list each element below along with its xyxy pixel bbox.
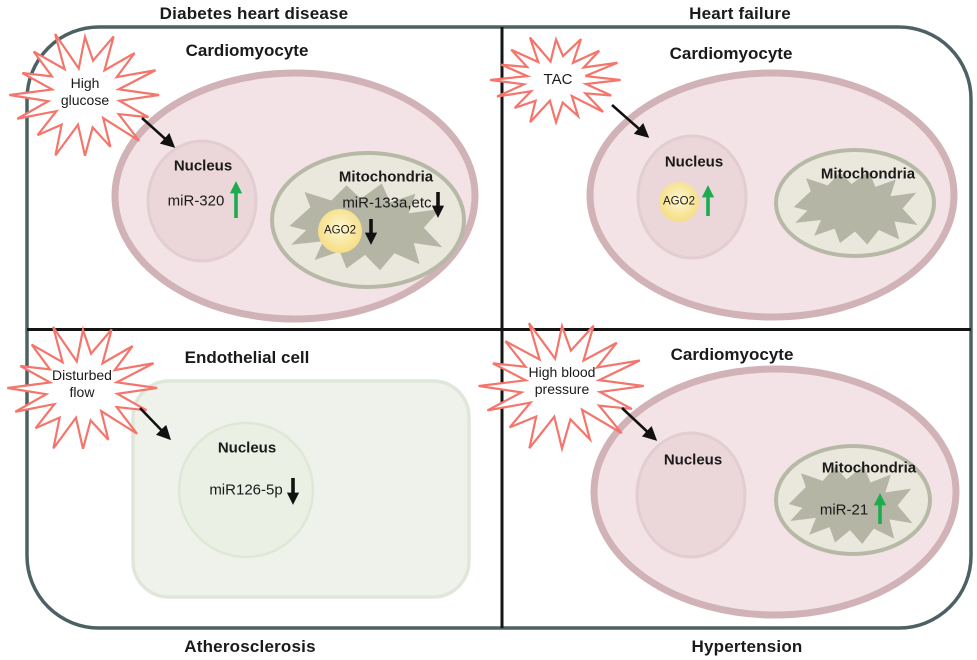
mitochondria-label-hypertension: Mitochondria: [821, 459, 917, 477]
stimulus-line1: Disturbed: [52, 367, 112, 384]
stimulus-line2: pressure: [534, 381, 590, 397]
cardiomyocyte-cell-shape-hypertension: [590, 365, 960, 619]
cell-type-label-hypertension: Cardiomyocyte: [670, 345, 794, 365]
stimulus-label-heart-failure: TAC: [543, 71, 573, 88]
ago2-circle-heart-failure: [659, 182, 699, 222]
stimulus-line1: High blood: [528, 364, 596, 381]
endothelial-cell-shape-atherosclerosis: [131, 379, 471, 599]
cell-type-label-heart-failure: Cardiomyocyte: [669, 44, 793, 64]
stimulus-line2: flow: [69, 384, 95, 400]
outer-frame-border: [25, 25, 973, 630]
disease-title-atherosclerosis: Atherosclerosis: [184, 637, 316, 657]
cell-type-label-diabetes: Cardiomyocyte: [185, 41, 309, 61]
stimulus-arrow-diabetes: [141, 117, 176, 148]
stimulus-arrow-heart-failure: [611, 104, 650, 138]
ago2-circle-diabetes: [318, 209, 362, 253]
stimulus-label-hypertension: High blood pressure: [529, 364, 596, 398]
nucleus-label-diabetes: Nucleus: [173, 157, 233, 175]
stimulus-label-atherosclerosis: Disturbed flow: [52, 367, 112, 401]
nucleus-shape-diabetes: [146, 139, 258, 263]
nucleus-label-atherosclerosis: Nucleus: [217, 439, 277, 457]
mitochondria-label-diabetes: Mitochondria: [338, 168, 434, 186]
cell-type-label-atherosclerosis: Endothelial cell: [184, 348, 310, 368]
stimulus-arrow-hypertension: [621, 407, 658, 441]
disease-title-hypertension: Hypertension: [691, 637, 803, 657]
stimulus-line2: glucose: [60, 92, 110, 108]
nucleus-marker-diabetes: miR-320: [167, 192, 225, 210]
stimulus-arrow-atherosclerosis: [139, 407, 171, 441]
stimulus-label-diabetes: High glucose: [61, 75, 109, 109]
disease-title-diabetes: Diabetes heart disease: [159, 4, 349, 24]
nucleus-shape-hypertension: [635, 431, 747, 559]
disease-title-heart-failure: Heart failure: [689, 4, 791, 24]
nucleus-label-hypertension: Nucleus: [663, 451, 723, 469]
mitochondria-label-heart-failure: Mitochondria: [820, 165, 916, 183]
cardiomyocyte-cell-shape-heart-failure: [586, 69, 958, 321]
nucleus-label-heart-failure: Nucleus: [664, 153, 724, 171]
mitochondria-marker-diabetes: miR-133a,etc.: [342, 194, 436, 212]
cardiomyocyte-cell-shape-diabetes: [111, 69, 479, 323]
stimulus-line1: High: [70, 75, 100, 92]
ago2-label-diabetes: AGO2: [324, 224, 356, 237]
nucleus-marker-atherosclerosis: miR126-5p: [209, 481, 283, 499]
nucleus-shape-atherosclerosis: [177, 421, 315, 559]
mitochondria-marker-hypertension: miR-21: [819, 501, 869, 519]
ago2-label-heart-failure: AGO2: [663, 195, 695, 208]
